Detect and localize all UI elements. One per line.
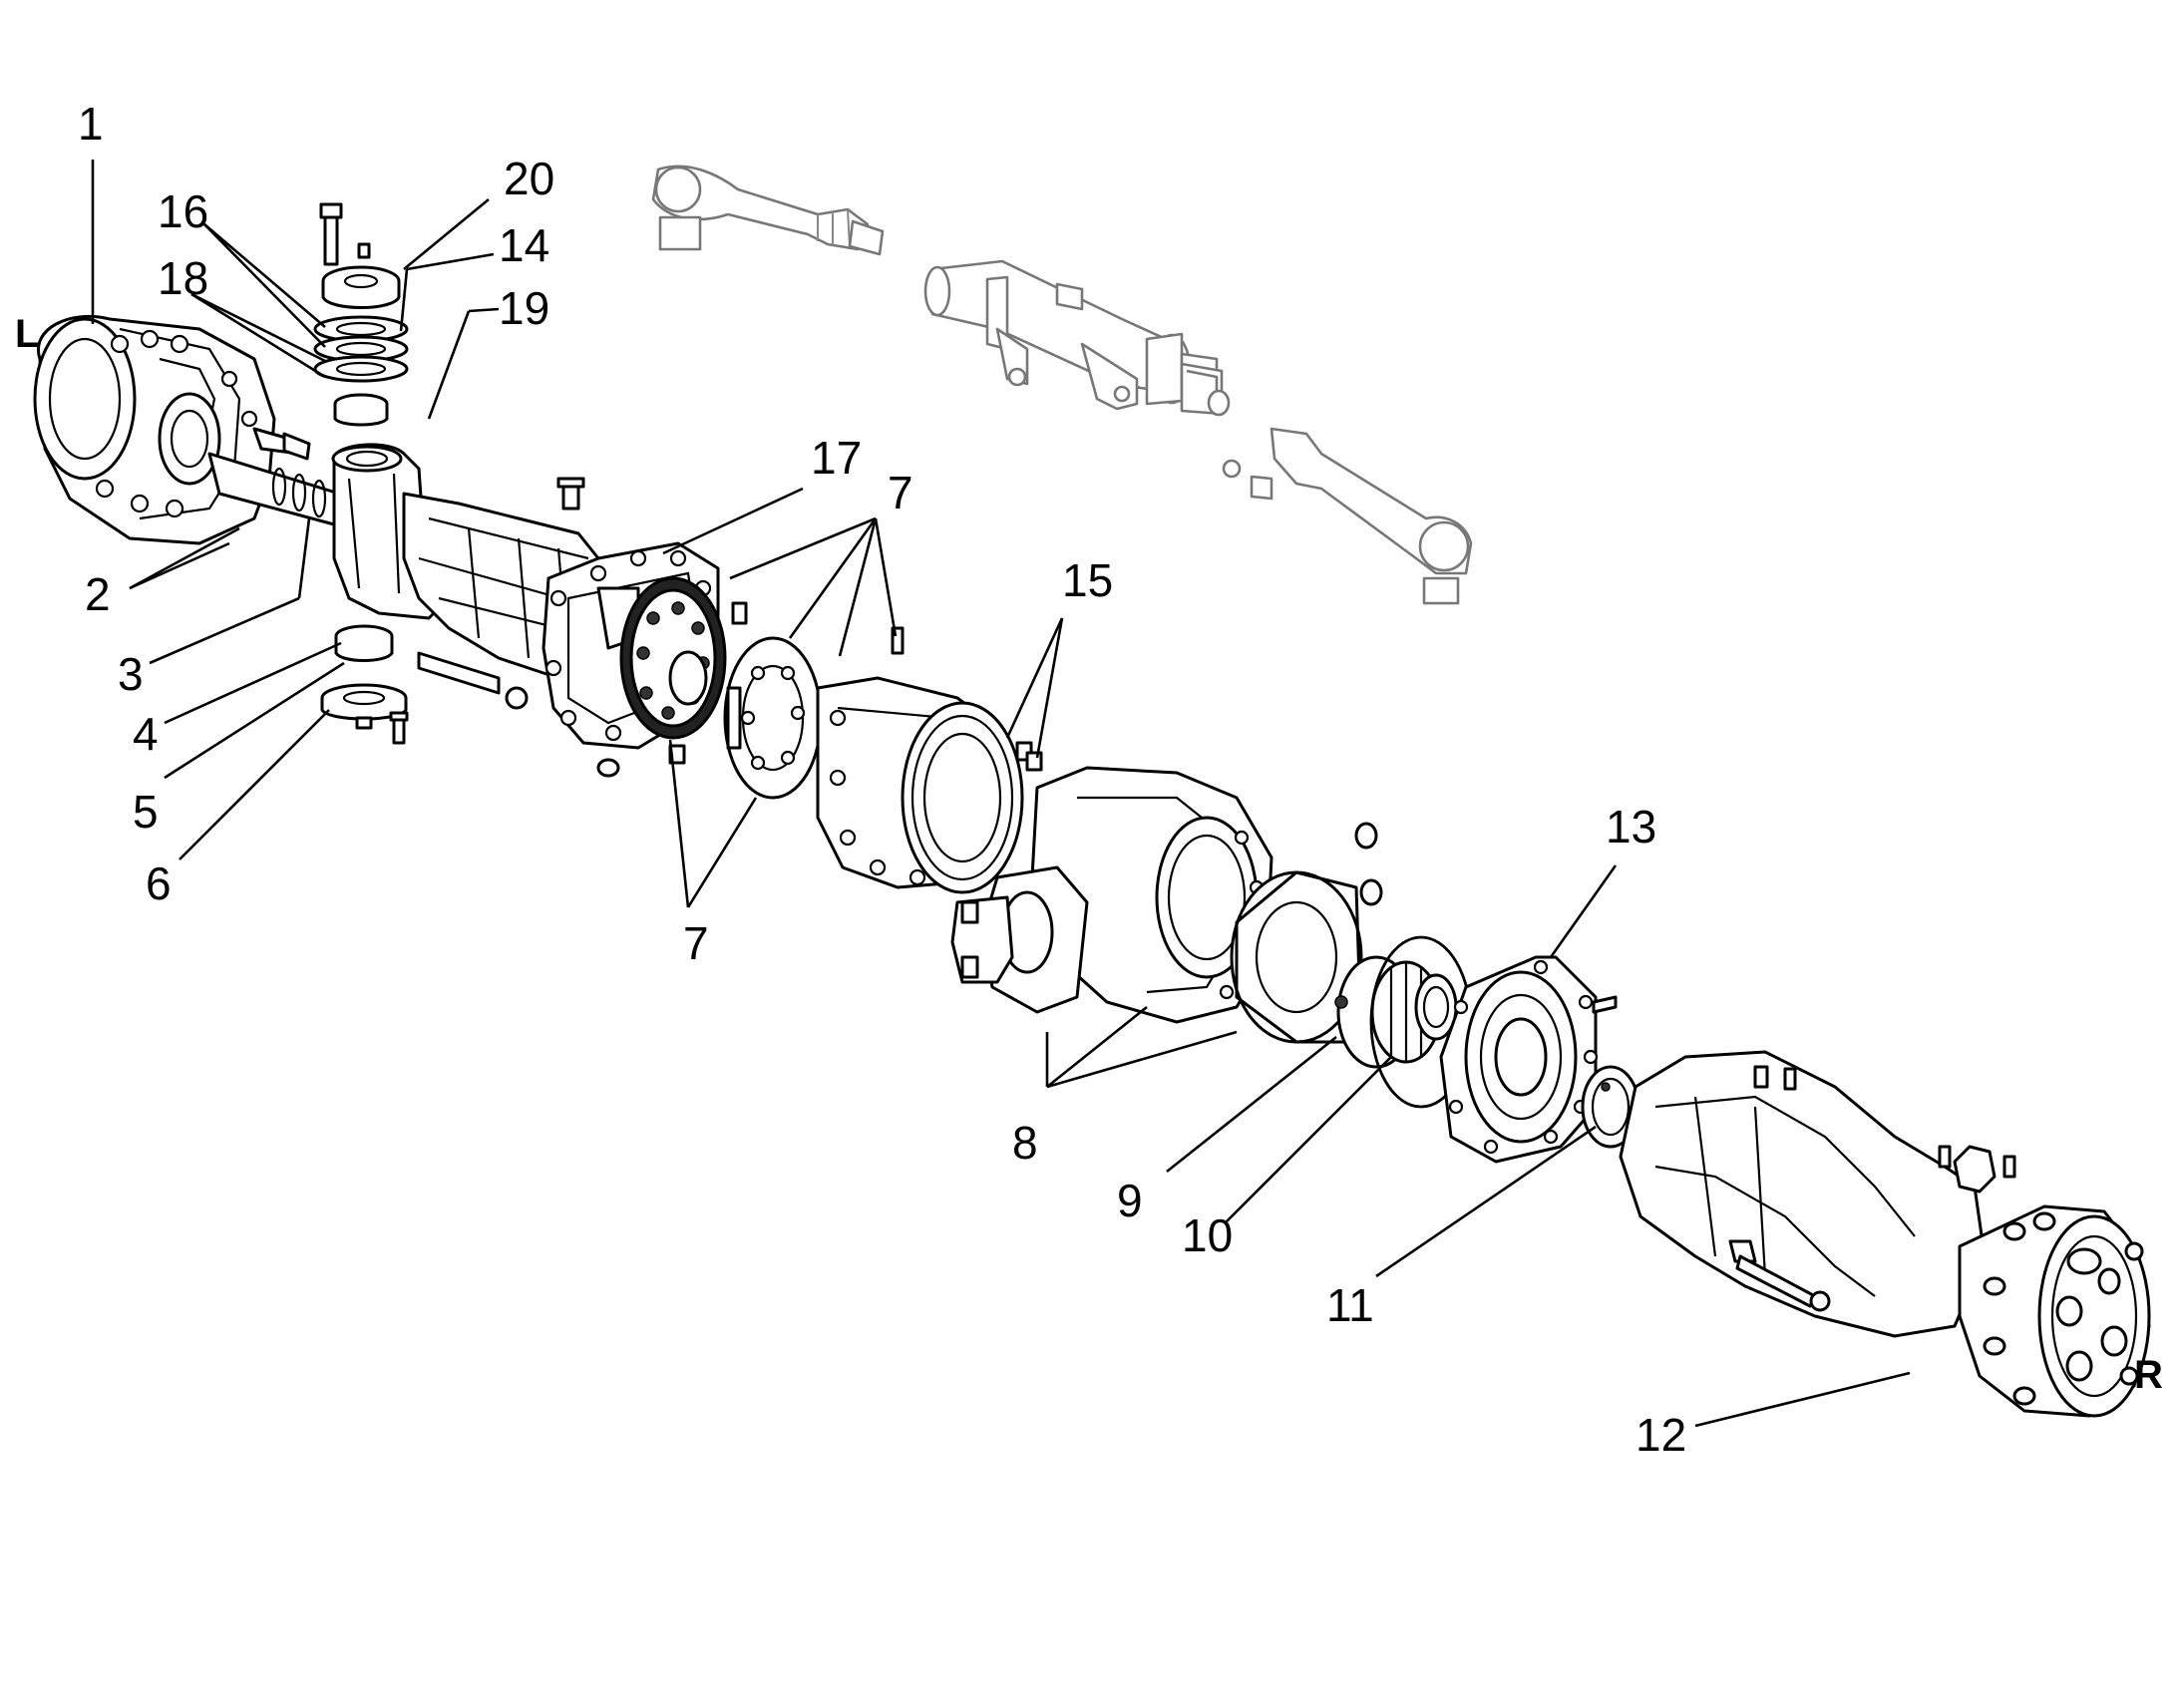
brake-plate xyxy=(723,626,905,800)
callout-18: 18 xyxy=(158,252,208,304)
callout-17: 17 xyxy=(811,432,862,484)
callout-14: 14 xyxy=(499,219,549,271)
bearing-cap xyxy=(1581,1065,1640,1149)
right-axle-housing xyxy=(1619,1050,2016,1338)
callout-6: 6 xyxy=(146,857,172,909)
callout-3: 3 xyxy=(118,648,144,700)
callout-13: 13 xyxy=(1606,801,1656,853)
bearing-ring xyxy=(901,701,1043,894)
brake-disc-assembly xyxy=(619,576,748,765)
callout-16: 16 xyxy=(158,185,208,237)
callout-19: 19 xyxy=(499,282,549,334)
kingpin-top-stack xyxy=(313,202,409,427)
callout-4: 4 xyxy=(133,708,159,760)
leader-lines xyxy=(91,160,1911,1428)
steering-tie-rod-upper xyxy=(651,165,885,256)
callout-10: 10 xyxy=(1182,1209,1233,1261)
plugs xyxy=(1354,822,1383,906)
callout-5: 5 xyxy=(133,786,159,838)
callout-7-top: 7 xyxy=(888,467,913,518)
steering-cylinder xyxy=(923,259,1231,417)
callout-20: 20 xyxy=(504,153,554,204)
callout-8: 8 xyxy=(1012,1117,1038,1169)
callout-9: 9 xyxy=(1117,1175,1143,1226)
callout-7-bottom: 7 xyxy=(683,917,709,969)
callout-1: 1 xyxy=(78,98,104,150)
differential-bearing xyxy=(1334,955,1458,1069)
callout-12: 12 xyxy=(1635,1409,1686,1461)
side-label-left: L xyxy=(15,312,39,356)
side-label-right: R xyxy=(2134,1353,2163,1397)
input-pinion-flange xyxy=(950,865,1089,1014)
callout-2: 2 xyxy=(85,568,111,620)
right-wheel-hub xyxy=(1958,1204,2151,1418)
callout-labels: L R 1 2 3 4 5 6 7 7 8 9 10 11 12 13 14 1… xyxy=(15,98,2163,1461)
callout-11: 11 xyxy=(1326,1279,1374,1331)
callout-15: 15 xyxy=(1062,554,1113,606)
left-wheel-hub-housing xyxy=(33,314,311,545)
steering-tie-rod-lower xyxy=(1222,427,1473,605)
differential-cover xyxy=(1439,955,1618,1164)
